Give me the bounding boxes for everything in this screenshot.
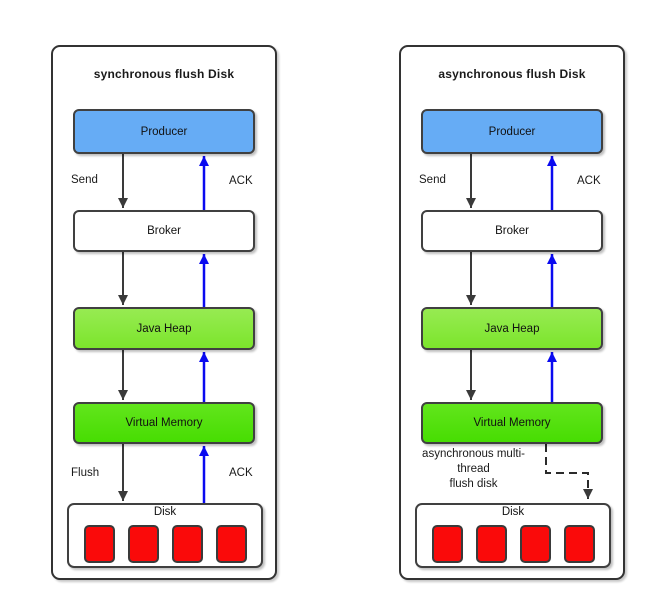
node-virtual-memory: Virtual Memory: [421, 402, 603, 444]
disk-cell: [215, 525, 247, 563]
panel-asynchronous: asynchronous flush Disk Producer Broke: [399, 45, 625, 580]
edge-label-send: Send: [419, 174, 446, 186]
node-virtual-memory: Virtual Memory: [73, 402, 255, 444]
edge-label-async-flush-line1: asynchronous multi-: [422, 448, 525, 460]
disk-cell: [83, 525, 115, 563]
disk-cell: [475, 525, 507, 563]
edge-label-ack: ACK: [229, 175, 253, 187]
edge-label-async-flush: asynchronous multi- thread flush disk: [403, 447, 544, 492]
node-disk: Disk: [67, 503, 263, 568]
edge-label-ack: ACK: [229, 467, 253, 479]
node-broker: Broker: [73, 210, 255, 252]
disk-cell: [519, 525, 551, 563]
node-disk: Disk: [415, 503, 611, 568]
node-broker: Broker: [421, 210, 603, 252]
edge-label-flush: Flush: [71, 467, 100, 479]
edge-label-ack: ACK: [577, 175, 601, 187]
panel-title: asynchronous flush Disk: [438, 67, 586, 81]
disk-cell: [431, 525, 463, 563]
panel-synchronous: synchronous flush Disk Producer Broker: [51, 45, 277, 580]
disk-cells: [69, 525, 261, 563]
disk-label: Disk: [153, 506, 177, 518]
disk-cells: [417, 525, 609, 563]
disk-cell: [171, 525, 203, 563]
panel-title: synchronous flush Disk: [93, 67, 235, 81]
edge-label-async-flush-line2: thread: [457, 463, 490, 475]
edge-label-send: Send: [71, 174, 98, 186]
arrow-async-flush-vmem-disk: [545, 444, 593, 499]
node-java-heap: Java Heap: [421, 307, 603, 350]
node-producer: Producer: [73, 109, 255, 154]
edge-label-async-flush-line3: flush disk: [449, 478, 498, 490]
node-producer: Producer: [421, 109, 603, 154]
disk-cell: [563, 525, 595, 563]
node-java-heap: Java Heap: [73, 307, 255, 350]
disk-label: Disk: [501, 506, 525, 518]
disk-cell: [127, 525, 159, 563]
